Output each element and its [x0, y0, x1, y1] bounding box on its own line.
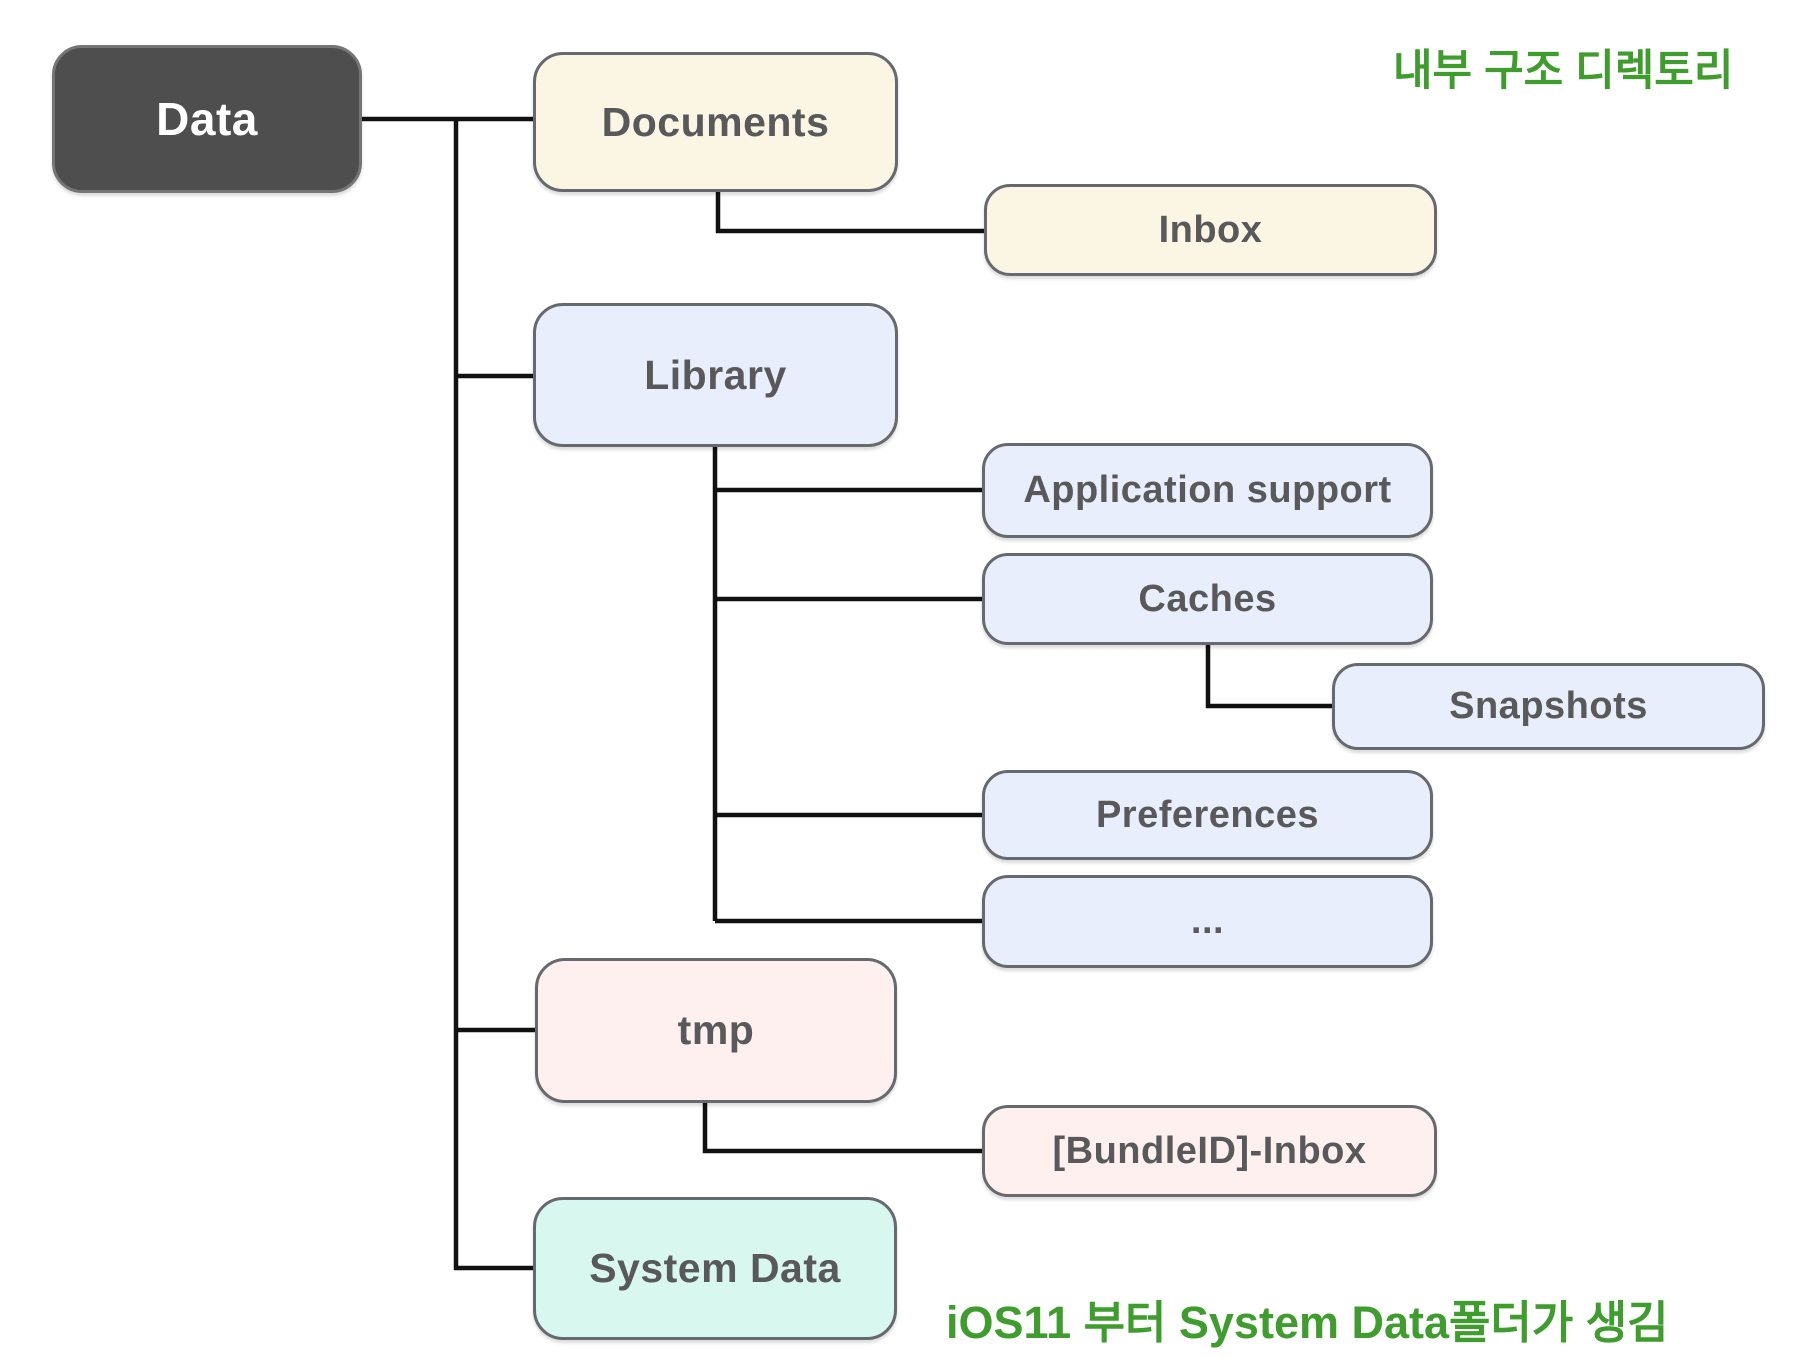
node-system-data: System Data: [533, 1197, 897, 1340]
edge-caches-snapshots: [1205, 645, 1332, 709]
node-system-data-label: System Data: [589, 1245, 841, 1291]
node-snapshots: Snapshots: [1332, 663, 1765, 750]
node-bundleid-inbox: [BundleID]-Inbox: [982, 1105, 1437, 1197]
edge-tmp-bundleinbox: [702, 1103, 982, 1154]
node-caches-label: Caches: [1138, 577, 1277, 620]
node-data-label: Data: [156, 93, 258, 145]
node-application-support-label: Application support: [1023, 469, 1392, 511]
node-library: Library: [533, 303, 898, 447]
node-library-label: Library: [644, 351, 787, 398]
node-data: Data: [52, 45, 362, 193]
node-tmp-label: tmp: [677, 1007, 755, 1053]
node-snapshots-label: Snapshots: [1449, 685, 1648, 727]
node-inbox-label: Inbox: [1158, 208, 1263, 251]
node-tmp: tmp: [535, 958, 897, 1103]
annotation-internal-structure-directory: 내부 구조 디렉토리: [1393, 47, 1734, 95]
node-inbox: Inbox: [984, 184, 1437, 276]
node-documents-label: Documents: [601, 98, 830, 145]
node-bundleid-inbox-label: [BundleID]-Inbox: [1052, 1129, 1367, 1172]
node-caches: Caches: [982, 553, 1433, 645]
node-documents: Documents: [533, 52, 898, 192]
annotation-ios11-system-data-note: iOS11 부터 System Data폴더가 생김: [946, 1297, 1669, 1348]
edge-documents-inbox: [715, 192, 984, 234]
node-preferences-label: Preferences: [1095, 793, 1320, 836]
node-ellipsis-label: ...: [1190, 900, 1225, 942]
edge-trunk-systemdata: [453, 119, 533, 1271]
node-application-support: Application support: [982, 443, 1433, 538]
node-preferences: Preferences: [982, 770, 1433, 860]
node-ellipsis: ...: [982, 875, 1433, 968]
